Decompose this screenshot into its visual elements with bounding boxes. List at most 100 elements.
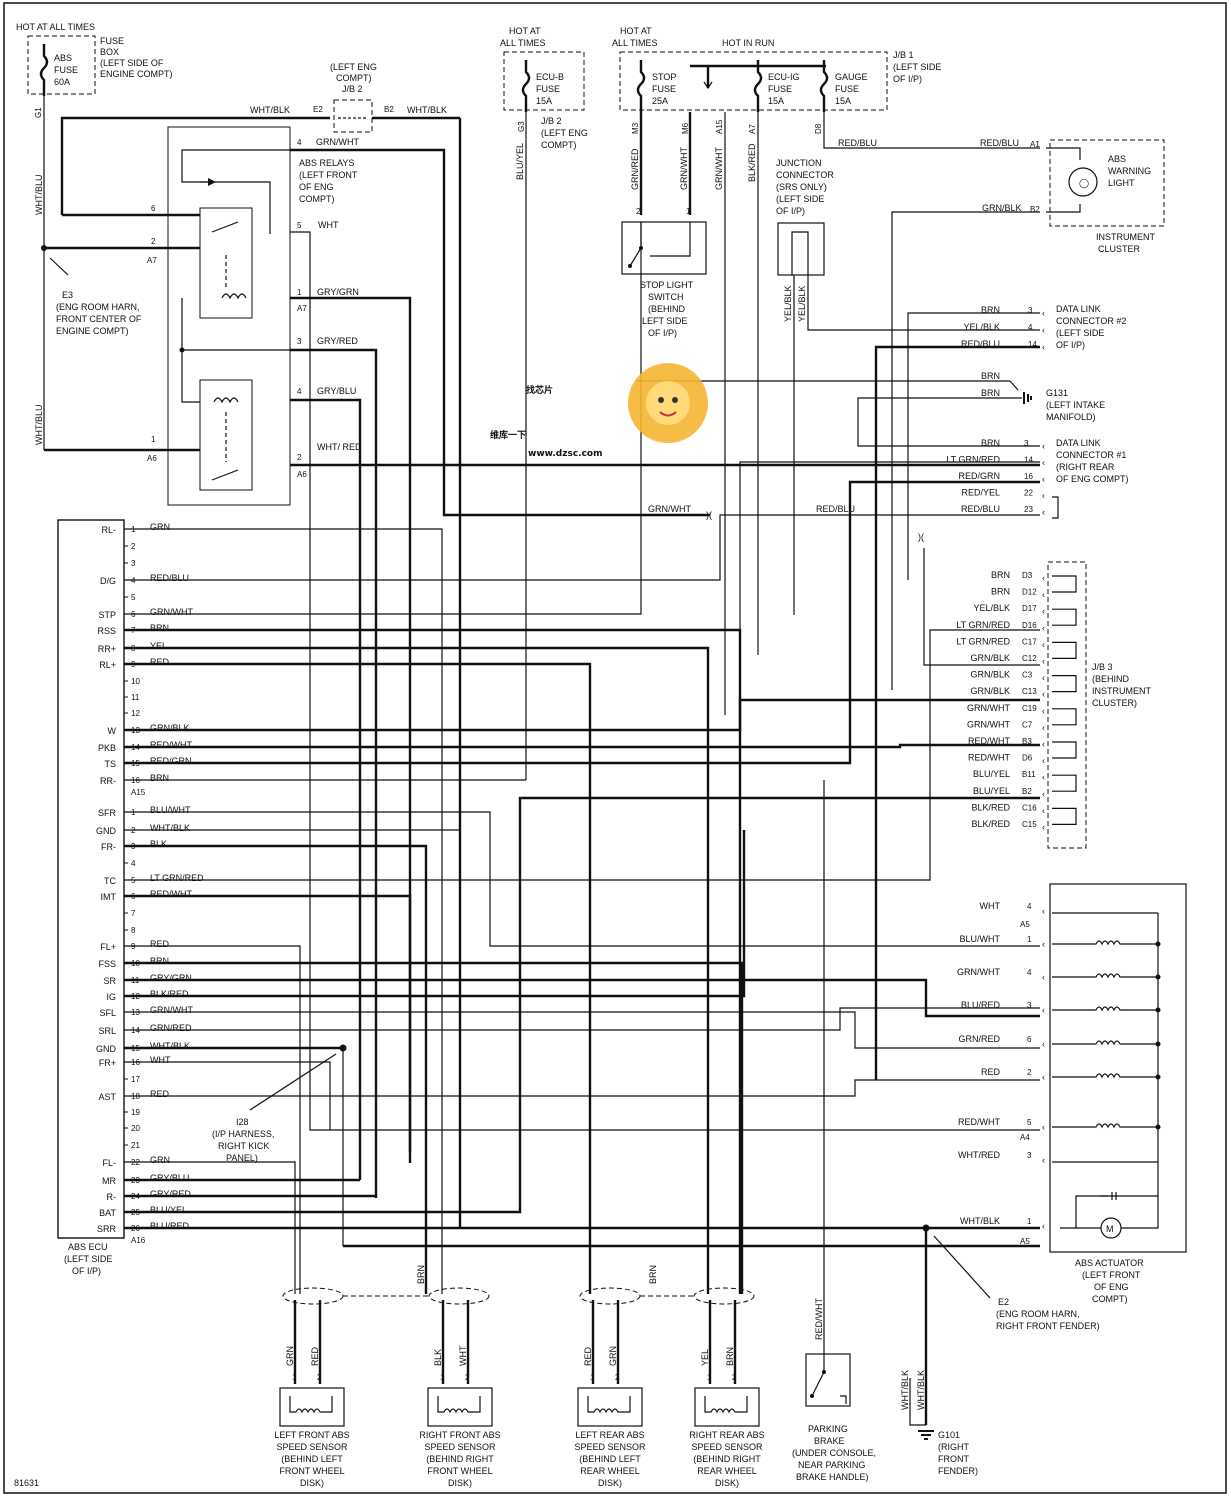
actuator-pin-0: 4 <box>1027 902 1032 911</box>
abs-fuse-box-hot-label: HOT AT ALL TIMES <box>16 22 95 32</box>
jb2-top-connector: (LEFT ENG COMPT) J/B 2 E2 B2 <box>313 62 394 133</box>
stop-switch-1: STOP LIGHT <box>640 280 694 290</box>
sensor-label-0-1: SPEED SENSOR <box>276 1442 348 1452</box>
stop-hot-1: HOT AT <box>620 26 652 36</box>
jb3-wire-D12: BRN <box>991 587 1010 597</box>
ecu-a16-wire-26: BLU/RED <box>150 1221 190 1231</box>
gauge-fuse-1: GAUGE <box>835 72 868 82</box>
abs-relays-1: ABS RELAYS <box>299 158 354 168</box>
wire-label-yelblk: YEL/BLK <box>783 285 793 322</box>
sensor-label-2-1: SPEED SENSOR <box>574 1442 646 1452</box>
jb3-wire-D6: RED/WHT <box>968 753 1010 763</box>
ecu-a15-pin-12: 12 <box>131 709 140 718</box>
actuator-4: COMPT) <box>1092 1294 1128 1304</box>
jb3-pin-B11: B11 <box>1022 770 1036 779</box>
sensor-label-3-4: DISK) <box>715 1478 739 1488</box>
jb3-wire-B11: BLU/YEL <box>973 769 1010 779</box>
abs-fuse-symbol <box>39 44 49 96</box>
connector-cavity: ‹ <box>1042 972 1045 982</box>
ecu-a16-func-18: AST <box>98 1092 116 1102</box>
ecu-a16-wire-1: BLU/WHT <box>150 805 191 815</box>
wire-label-brn-shield1: BRN <box>416 1265 426 1284</box>
connector-cavity: ‹ <box>1042 606 1045 616</box>
ecu-a15-wire-15: RED/GRN <box>150 756 192 766</box>
data-link-connector-2: DATA LINK CONNECTOR #2 (LEFT SIDE OF I/P… <box>1056 304 1126 350</box>
stop-hot-2: ALL TIMES <box>612 38 658 48</box>
wire-yelblk-jc2 <box>807 275 1040 331</box>
wire-brn-g131-b <box>857 397 1040 447</box>
dlc2-1: DATA LINK <box>1056 304 1101 314</box>
wire-label-redwht-pkb: RED/WHT <box>814 1298 824 1340</box>
pin-sw2: 2 <box>636 207 641 216</box>
dlc2-wire-3: BRN <box>981 305 1000 315</box>
jb3-wire-C12: GRN/BLK <box>970 653 1010 663</box>
fuse-box-label-3: (LEFT SIDE OF <box>100 58 164 68</box>
solenoid-coil-icon <box>1052 1073 1158 1079</box>
dlc1-wire-23: RED/BLU <box>961 504 1000 514</box>
actuator-pin-6: 5 <box>1027 1118 1032 1127</box>
ecu-a15-func-9: RL+ <box>99 660 116 670</box>
sensor-label-3-3: REAR WHEEL <box>697 1466 757 1476</box>
connector-cavity: ‹ <box>1042 458 1045 468</box>
ecu-a15-func-16: RR- <box>100 776 116 786</box>
wire-label-blkred: BLK/RED <box>747 143 757 182</box>
svg-text:1: 1 <box>292 1373 297 1382</box>
jb1-fuse-block: HOT AT ALL TIMES HOT IN RUN J/B 1 (LEFT … <box>612 26 941 112</box>
ecu-a15-wire-4: RED/BLU <box>150 573 189 583</box>
fuse-box-label-2: BOX <box>100 47 119 57</box>
diagram-frame <box>3 2 1227 1494</box>
solenoid-coil-icon <box>1052 940 1158 946</box>
pin-m3: M3 <box>631 122 640 134</box>
sensor-label-0-3: FRONT WHEEL <box>279 1466 344 1476</box>
jb3-pin-C16: C16 <box>1022 803 1037 812</box>
sensor-label-2-3: REAR WHEEL <box>580 1466 640 1476</box>
dlc1-1: DATA LINK <box>1056 438 1101 448</box>
dlc2-pin-14: 14 <box>1028 340 1037 349</box>
connector-cavity: ‹ <box>1042 1221 1045 1231</box>
jb2-top-label-2: COMPT) <box>336 73 372 83</box>
ecuig-fuse-2: FUSE <box>768 84 792 94</box>
relay-pin-r2: 5 <box>297 221 302 230</box>
relay-left-pin-1: 1 <box>151 435 156 444</box>
svg-text:2: 2 <box>465 1373 470 1382</box>
ecu-a15-wire-8: YEL <box>150 641 167 651</box>
ecu-a16-pin-7: 7 <box>131 909 136 918</box>
actuator-conn-a5: A5 <box>1020 920 1030 929</box>
connector-cavity: ‹ <box>1042 739 1045 749</box>
svg-text:M: M <box>1106 1224 1114 1234</box>
ecu-a15-wire-1: GRN <box>150 522 170 532</box>
ecu-a15-wire-16: BRN <box>150 773 169 783</box>
svg-text:)(: )( <box>918 532 924 542</box>
ecu-a16-pin-20: 20 <box>131 1124 140 1133</box>
ecu-a16-func-11: SR <box>103 976 116 986</box>
relay-pin-r4: 3 <box>297 337 302 346</box>
e3-label-3: FRONT CENTER OF <box>56 314 142 324</box>
dlc2-wire-4: YEL/BLK <box>963 322 1000 332</box>
ecu-a16-wire-16: WHT <box>150 1055 171 1065</box>
stop-switch-5: OF I/P) <box>648 328 677 338</box>
jb3-3: INSTRUMENT <box>1092 686 1151 696</box>
ecu-a16-func-25: BAT <box>99 1208 116 1218</box>
ecu-conn-a15: A15 <box>131 788 146 797</box>
connector-cavity: ‹ <box>1042 441 1045 451</box>
ecu-a16-func-3: FR- <box>101 842 116 852</box>
pin-a7: A7 <box>748 124 757 134</box>
connector-cavity: ‹ <box>1042 325 1045 335</box>
ecu-conn-a16: A16 <box>131 1236 146 1245</box>
jb1-label-2: (LEFT SIDE <box>893 62 941 72</box>
ecu-a15-pin-2: 2 <box>131 542 136 551</box>
dlc1-pin-14: 14 <box>1024 456 1033 465</box>
e2-label-3: RIGHT FRONT FENDER) <box>996 1321 1100 1331</box>
sensor-label-2-4: DISK) <box>598 1478 622 1488</box>
connector-cavity: ‹ <box>1042 308 1045 318</box>
wire-ltgrnred-dlc1 <box>739 461 1040 1294</box>
wire-label-whtblu-2: WHT/BLU <box>34 405 44 446</box>
svg-text:1: 1 <box>440 1373 445 1382</box>
connector-cavity: ‹ <box>1042 673 1045 683</box>
ecuig-fuse-3: 15A <box>768 96 784 106</box>
ecu-a15-pin-11: 11 <box>131 693 140 702</box>
connector-cavity: ‹ <box>1042 722 1045 732</box>
ecu-a15-pin-10: 10 <box>131 677 140 686</box>
relay-wire-r3: GRY/GRN <box>317 287 359 297</box>
wire-label-redblu: RED/BLU <box>838 138 877 148</box>
